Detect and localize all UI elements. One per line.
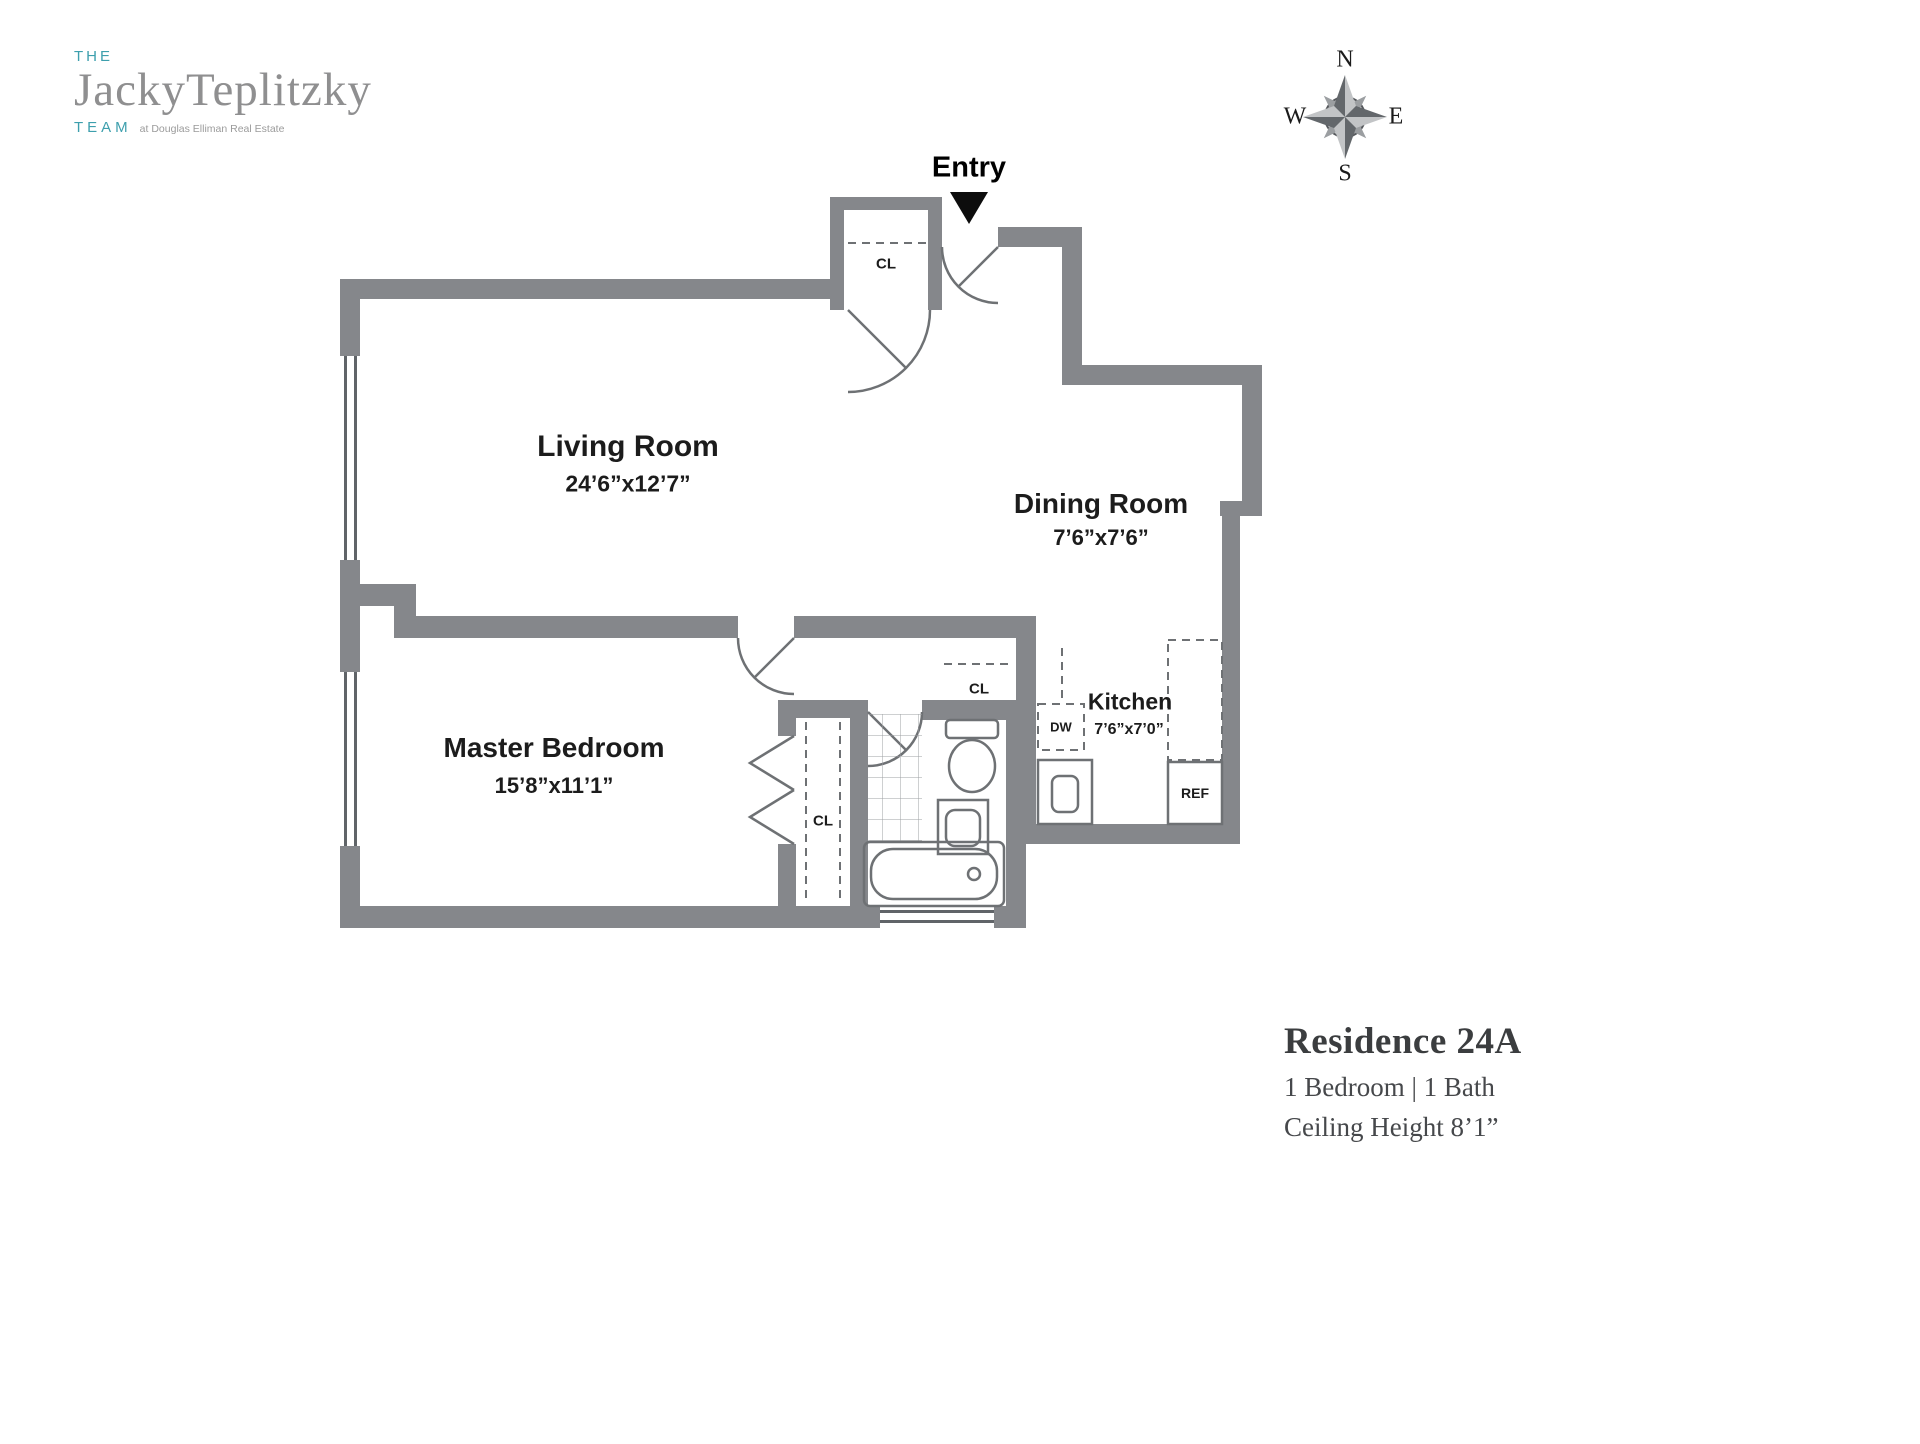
compass-long-points: [1303, 75, 1387, 159]
kitchen-counter-right: [1167, 639, 1223, 761]
compass-label-south: S: [1338, 160, 1352, 187]
compass-rose-icon: [1303, 75, 1387, 159]
toilet-tank: [944, 718, 1000, 740]
entry-arrow-icon: [950, 192, 988, 224]
master-bedroom-dims-label: 15’8”x11’1”: [494, 773, 614, 798]
refrigerator-label: REF: [1181, 785, 1209, 801]
bathtub-basin: [869, 847, 999, 901]
toilet-bowl: [947, 738, 997, 794]
dishwasher-label: DW: [1047, 719, 1075, 735]
entry-closet-door-leaf: [847, 309, 907, 369]
refrigerator-outline: [1166, 760, 1224, 826]
kitchen-dims-label: 7’6”x7’0”: [1094, 721, 1164, 738]
bathroom-tile-floor: [868, 714, 922, 842]
bedroom-door-leaf: [753, 637, 795, 679]
windows-group: [344, 356, 994, 923]
brand-logo: THE JackyTeplitzky TEAM at Douglas Ellim…: [74, 48, 372, 136]
living-room-dims-label: 24’6”x12’7”: [565, 470, 691, 497]
compass-label-west: W: [1283, 103, 1307, 130]
residence-title: Residence 24A: [1284, 1021, 1522, 1062]
residence-beds-baths: 1 Bedroom | 1 Bath: [1284, 1072, 1495, 1102]
brand-team-label: TEAM: [74, 118, 132, 136]
entry-label: Entry: [931, 151, 1007, 184]
dining-room-dims-label: 7’6”x7’6”: [1053, 525, 1149, 550]
bathroom-fixtures-group: [862, 714, 1006, 908]
entry-door-leaf: [957, 246, 999, 288]
sink-outline: [936, 798, 990, 856]
walls-group: [340, 197, 1262, 928]
brand-the-label: THE: [74, 48, 113, 65]
brand-team-line: TEAM at Douglas Elliman Real Estate: [74, 119, 372, 136]
closet-bifold-doors: [747, 734, 795, 846]
compass-label-north: N: [1336, 46, 1354, 73]
bathtub-outline: [862, 840, 1006, 908]
residence-ceiling-height: Ceiling Height 8’1”: [1284, 1112, 1499, 1142]
range-sink-inset: [1050, 774, 1080, 814]
range-outline: [1036, 758, 1094, 826]
brand-tagline: at Douglas Elliman Real Estate: [139, 122, 285, 135]
dishwasher-outline: [1037, 703, 1085, 751]
brand-name: JackyTeplitzky: [74, 64, 372, 116]
kitchen-fixtures-group: [1036, 758, 1224, 826]
entry-closet-label: CL: [876, 255, 896, 273]
bedroom-closet-label: CL: [810, 812, 836, 830]
kitchen-name-label: Kitchen: [1087, 688, 1173, 715]
bathtub-drain: [966, 866, 982, 882]
hall-closet-label: CL: [966, 680, 992, 698]
residence-info: Residence 24A 1 Bedroom | 1 Bath Ceiling…: [1284, 1020, 1522, 1143]
master-bedroom-name-label: Master Bedroom: [443, 732, 665, 763]
living-room-name-label: Living Room: [537, 430, 719, 463]
dining-room-name-label: Dining Room: [1013, 488, 1189, 519]
compass-label-east: E: [1388, 103, 1404, 130]
sink-basin: [944, 808, 982, 848]
dashed-lines-group: [805, 242, 1223, 902]
